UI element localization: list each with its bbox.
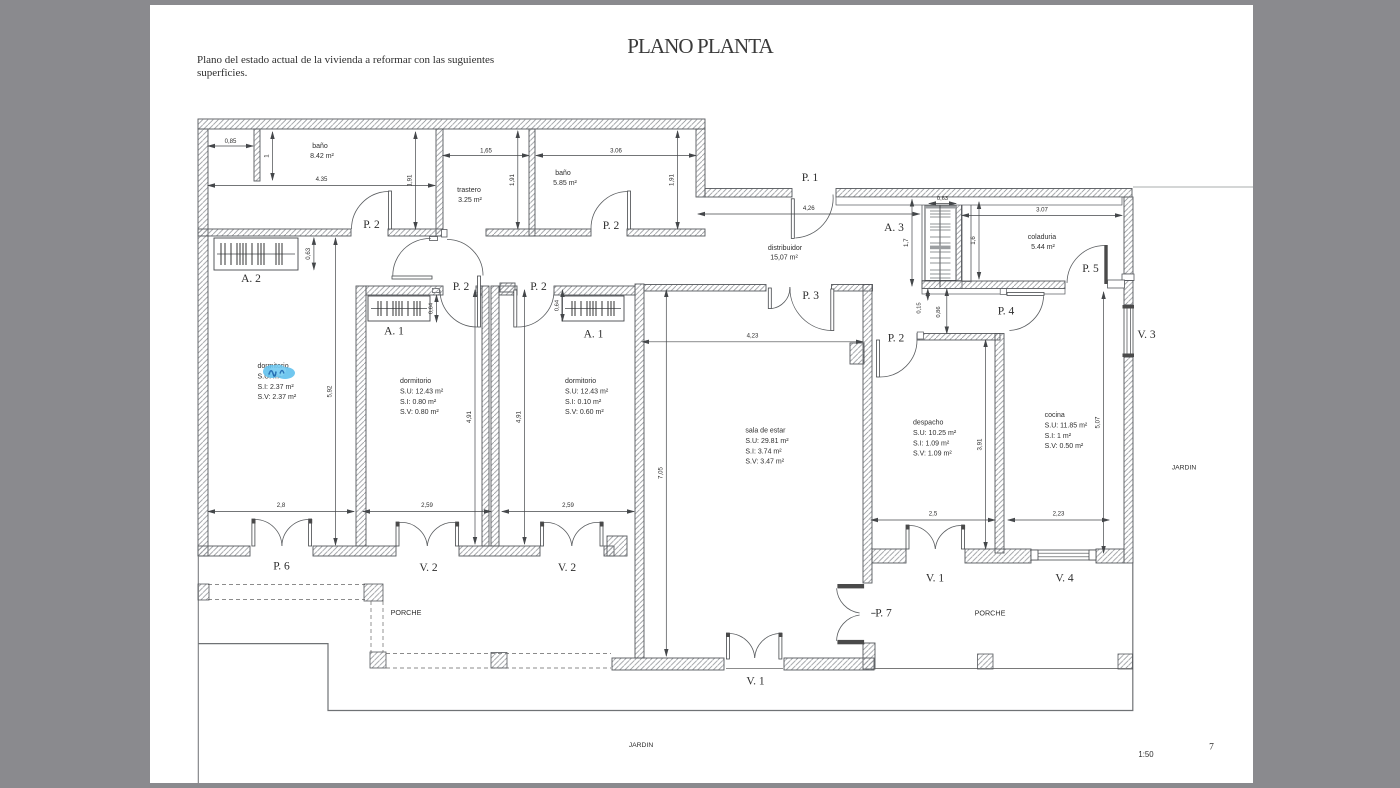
svg-text:0,63: 0,63	[305, 247, 312, 259]
svg-text:coladuria: coladuria	[1028, 234, 1057, 241]
svg-text:1: 1	[264, 154, 271, 158]
svg-text:P. 6: P. 6	[273, 561, 290, 573]
svg-text:cocina: cocina	[1045, 412, 1065, 419]
svg-text:S.U: 10.25 m²: S.U: 10.25 m²	[913, 430, 957, 437]
svg-text:A. 2: A. 2	[241, 273, 261, 285]
svg-text:S.U: 12.43 m²: S.U: 12.43 m²	[565, 388, 609, 395]
svg-text:S.V: 0.80 m²: S.V: 0.80 m²	[400, 409, 439, 416]
svg-text:P. 3: P. 3	[802, 290, 819, 302]
svg-text:trastero: trastero	[457, 187, 481, 194]
svg-text:despacho: despacho	[913, 420, 943, 427]
svg-text:V. 1: V. 1	[926, 573, 945, 585]
svg-text:5.44 m²: 5.44 m²	[1031, 244, 1055, 251]
svg-text:baño: baño	[312, 143, 328, 150]
svg-text:15,07 m²: 15,07 m²	[770, 255, 798, 262]
svg-text:4,91: 4,91	[516, 410, 523, 422]
svg-text:1:50: 1:50	[1138, 750, 1154, 759]
svg-text:S.U: 29.81 m²: S.U: 29.81 m²	[745, 438, 789, 445]
svg-text:S.U: 12.43 m²: S.U: 12.43 m²	[400, 388, 444, 395]
svg-text:P. 2: P. 2	[603, 220, 620, 232]
svg-text:dormitorio: dormitorio	[400, 378, 431, 385]
svg-text:2,59: 2,59	[562, 502, 574, 509]
svg-text:1,7: 1,7	[903, 238, 910, 247]
svg-text:P. 2: P. 2	[888, 333, 905, 345]
svg-text:7: 7	[1209, 743, 1214, 753]
svg-text:JARDIN: JARDIN	[1172, 465, 1197, 472]
svg-text:5,92: 5,92	[327, 385, 334, 397]
svg-text:JARDIN: JARDIN	[629, 742, 654, 749]
svg-text:4.35: 4.35	[316, 176, 328, 183]
svg-text:P. 7: P. 7	[875, 608, 892, 620]
svg-text:S.I: 1.09 m²: S.I: 1.09 m²	[913, 440, 950, 447]
svg-text:V. 2: V. 2	[558, 562, 577, 574]
svg-text:P. 5: P. 5	[1082, 263, 1099, 275]
svg-text:1,91: 1,91	[509, 173, 516, 185]
svg-text:4,91: 4,91	[466, 410, 473, 422]
svg-text:3,91: 3,91	[977, 438, 984, 450]
svg-text:S.V: 2.37 m²: S.V: 2.37 m²	[258, 394, 297, 401]
svg-text:baño: baño	[555, 170, 571, 177]
svg-text:P. 4: P. 4	[998, 306, 1015, 318]
svg-text:0,15: 0,15	[917, 302, 923, 313]
svg-text:S.I: 2.37 m²: S.I: 2.37 m²	[258, 384, 295, 391]
svg-text:V. 3: V. 3	[1137, 329, 1156, 341]
svg-text:7,05: 7,05	[657, 466, 664, 478]
svg-text:3.07: 3.07	[1036, 207, 1048, 214]
svg-text:P. 2: P. 2	[453, 281, 470, 293]
svg-text:0,64: 0,64	[429, 302, 435, 314]
svg-text:A. 1: A. 1	[584, 329, 604, 341]
svg-text:A. 3: A. 3	[884, 222, 904, 234]
svg-text:S.I: 0.10 m²: S.I: 0.10 m²	[565, 399, 602, 406]
svg-text:2,5: 2,5	[929, 511, 938, 518]
svg-text:1,91: 1,91	[669, 173, 676, 185]
svg-text:4,26: 4,26	[803, 205, 815, 212]
svg-text:3.06: 3.06	[610, 148, 622, 155]
svg-text:S.I: 0.80 m²: S.I: 0.80 m²	[400, 399, 437, 406]
svg-text:2,8: 2,8	[277, 502, 286, 509]
svg-text:0,63: 0,63	[937, 196, 948, 202]
svg-text:5,07: 5,07	[1095, 416, 1102, 428]
svg-text:sala de estar: sala de estar	[745, 428, 786, 435]
svg-text:8.42 m²: 8.42 m²	[310, 153, 334, 160]
svg-text:1,65: 1,65	[480, 148, 492, 155]
svg-text:P. 2: P. 2	[530, 281, 547, 293]
svg-text:P. 2: P. 2	[363, 219, 380, 231]
svg-text:S.V: 0.50 m²: S.V: 0.50 m²	[1045, 443, 1084, 450]
svg-text:PORCHE: PORCHE	[391, 608, 422, 617]
svg-text:3.25 m²: 3.25 m²	[458, 197, 482, 204]
svg-text:S.I: 1 m²: S.I: 1 m²	[1045, 433, 1072, 440]
svg-text:S.I: 3.74 m²: S.I: 3.74 m²	[745, 448, 782, 455]
svg-text:distribuidor: distribuidor	[768, 245, 803, 252]
svg-text:A. 1: A. 1	[384, 326, 404, 338]
svg-text:2,59: 2,59	[421, 502, 433, 509]
svg-text:PORCHE: PORCHE	[975, 609, 1006, 618]
svg-text:5.85 m²: 5.85 m²	[553, 180, 577, 187]
svg-text:S.V: 0.60 m²: S.V: 0.60 m²	[565, 409, 604, 416]
svg-text:S.V: 3.47 m²: S.V: 3.47 m²	[745, 459, 784, 466]
svg-text:V. 1: V. 1	[746, 676, 765, 688]
svg-text:1,91: 1,91	[407, 174, 414, 186]
svg-text:P. 1: P. 1	[802, 172, 819, 184]
svg-text:0,86: 0,86	[936, 306, 942, 317]
svg-text:0,85: 0,85	[225, 138, 237, 145]
svg-text:V. 4: V. 4	[1055, 573, 1074, 585]
svg-text:2,23: 2,23	[1053, 511, 1065, 518]
svg-text:S.U: 11.85 m²: S.U: 11.85 m²	[1045, 422, 1088, 429]
svg-text:4,23: 4,23	[747, 333, 759, 340]
svg-text:S.V: 1.09 m²: S.V: 1.09 m²	[913, 451, 952, 458]
svg-text:V. 2: V. 2	[419, 562, 438, 574]
svg-text:0,64: 0,64	[555, 299, 561, 311]
svg-text:1,6: 1,6	[970, 236, 977, 245]
svg-text:dormitorio: dormitorio	[565, 378, 596, 385]
